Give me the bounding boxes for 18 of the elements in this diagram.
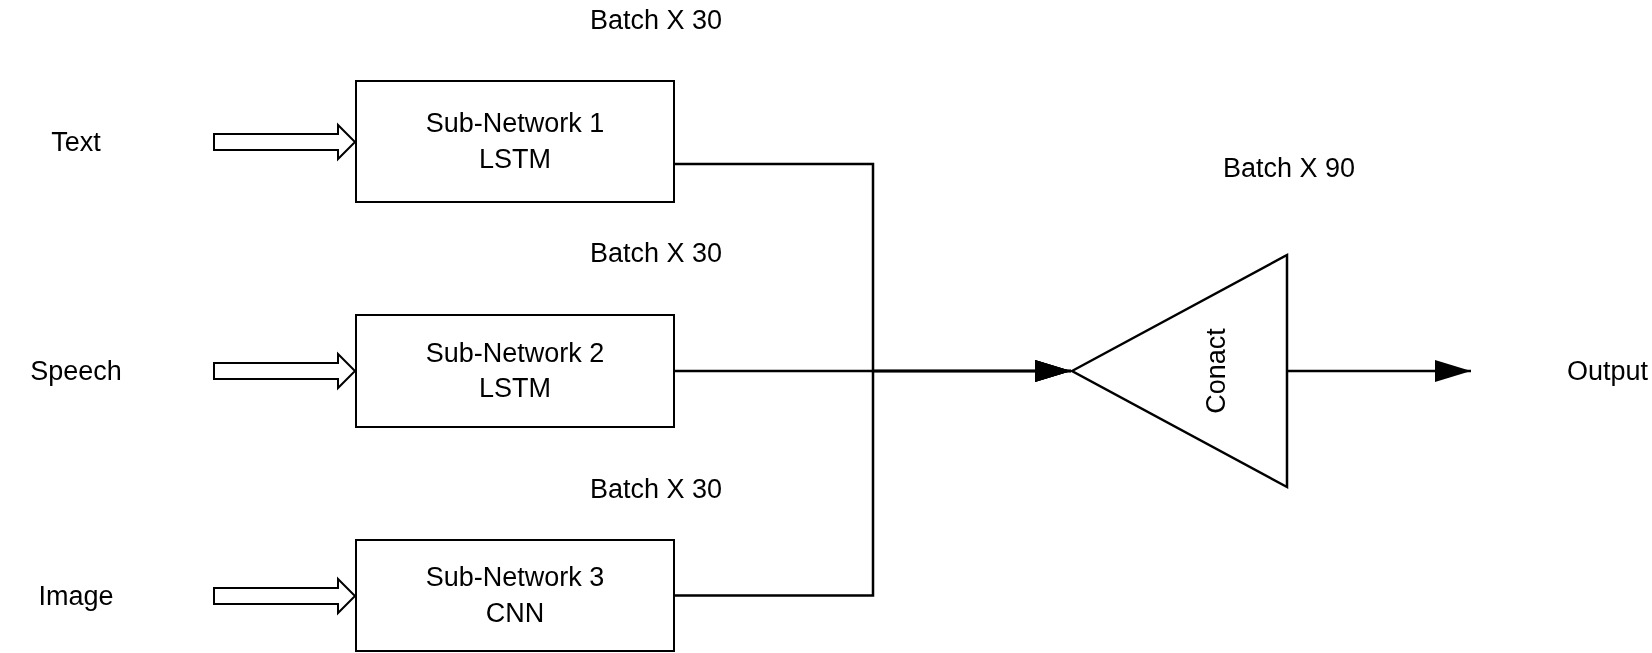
- arrow: [675, 360, 1071, 597]
- node-label: Image: [22, 576, 130, 616]
- node-label: Conact: [1200, 328, 1232, 414]
- process-box: Sub-Network 3 CNN: [355, 539, 675, 652]
- hollow-arrow: [213, 351, 357, 391]
- process-box: Sub-Network 1 LSTM: [355, 80, 675, 203]
- hollow-arrow: [213, 122, 357, 162]
- dimension-label: Batch X 30: [589, 5, 723, 36]
- node-label: Output: [1471, 351, 1648, 391]
- dimension-label: Batch X 30: [589, 238, 723, 269]
- node-label: Text: [30, 122, 122, 162]
- concat-triangle: [1071, 254, 1288, 488]
- dimension-label: Batch X 90: [1222, 153, 1356, 184]
- arrow: [1288, 360, 1471, 382]
- dimension-label: Batch X 30: [589, 474, 723, 505]
- hollow-arrow: [213, 576, 357, 616]
- process-box: Sub-Network 2 LSTM: [355, 314, 675, 428]
- node-label: Speech: [10, 351, 142, 391]
